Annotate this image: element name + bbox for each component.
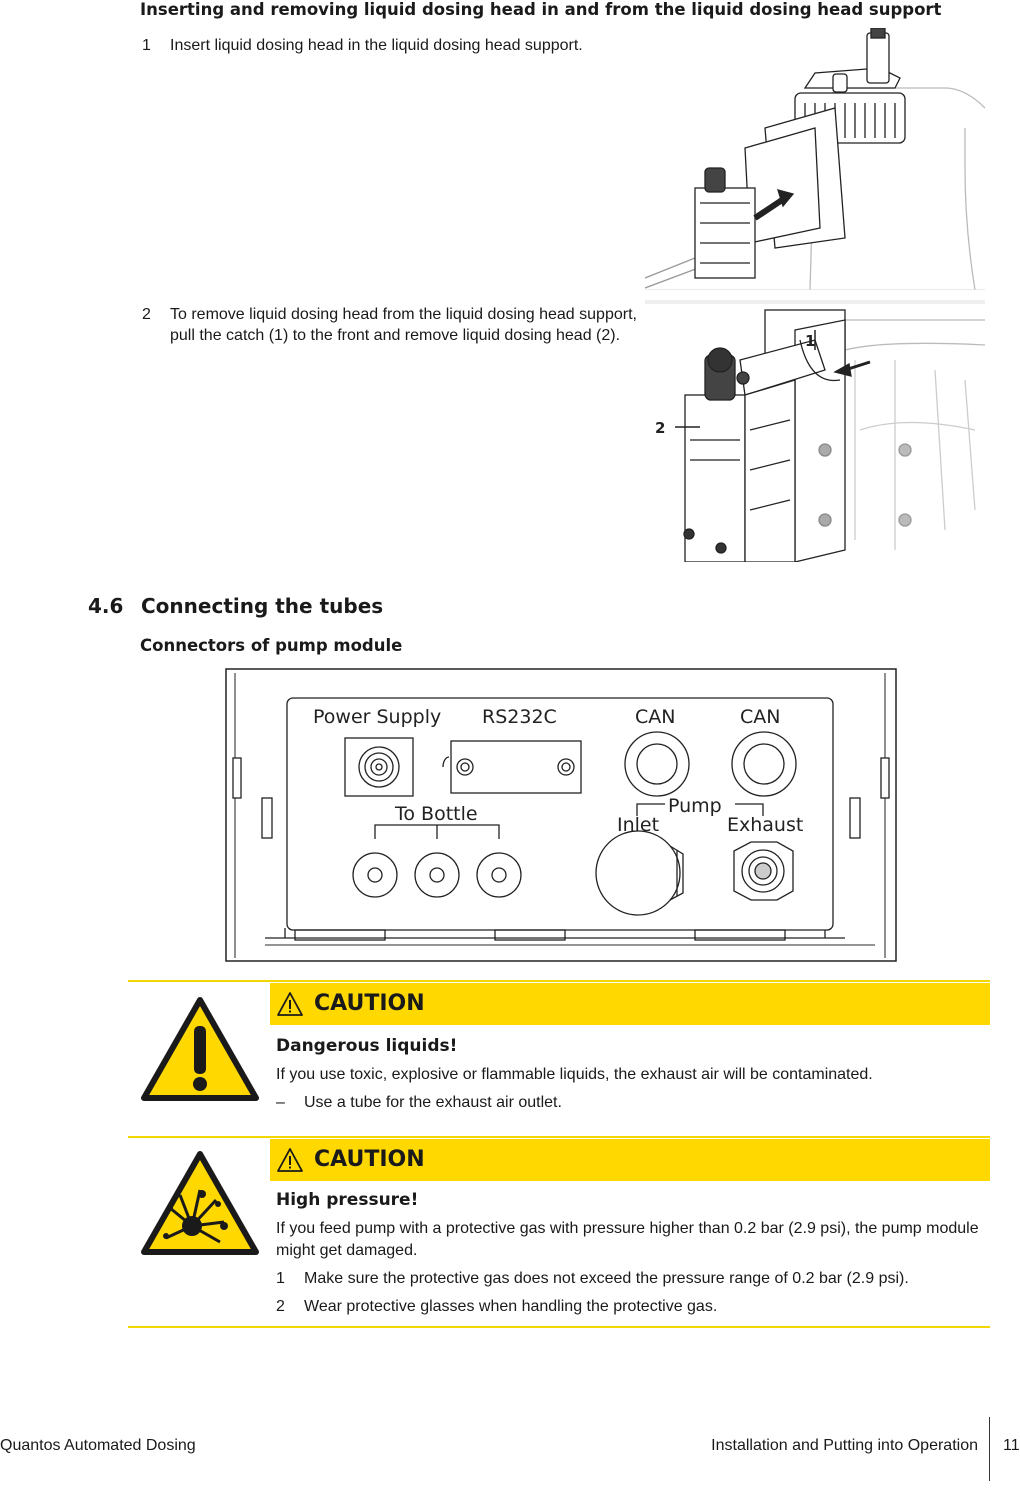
caution-title: High pressure! (276, 1190, 419, 1210)
warning-triangle-icon (277, 1148, 303, 1172)
caution-high-pressure: CAUTION High pressure! If you feed pump … (128, 1136, 990, 1328)
label-exhaust: Exhaust (727, 814, 803, 836)
caution-text: If you use toxic, explosive or flammable… (276, 1066, 873, 1083)
subsection-heading: Inserting and removing liquid dosing hea… (140, 0, 942, 19)
label-to-bottle: To Bottle (394, 803, 478, 825)
label-can-1: CAN (635, 706, 675, 728)
caution-banner: CAUTION (270, 983, 990, 1025)
section-title: 4.6 Connecting the tubes (88, 594, 383, 618)
explosive-hazard-icon (141, 1151, 259, 1255)
label-pump: Pump (668, 795, 722, 817)
warning-triangle-icon (277, 992, 303, 1016)
connectors-heading: Connectors of pump module (140, 636, 403, 655)
list-marker: – (276, 1094, 285, 1111)
insert-dosing-head-illustration (645, 28, 985, 290)
remove-dosing-head-illustration: 1 2 (645, 300, 985, 562)
label-inlet: Inlet (617, 814, 659, 836)
footer-product-name: Quantos Automated Dosing (0, 1437, 196, 1454)
callout-1: 1 (805, 332, 815, 350)
label-power-supply: Power Supply (313, 706, 441, 728)
pump-module-diagram: Power Supply RS232C CAN CAN To Bottle Pu… (225, 668, 897, 962)
caution-title: Dangerous liquids! (276, 1036, 458, 1056)
step-number: 1 (142, 37, 151, 54)
step-text: Insert liquid dosing head in the liquid … (170, 37, 583, 54)
step-1: 1 Insert liquid dosing head in the liqui… (142, 35, 662, 57)
caution-dangerous-liquids: CAUTION Dangerous liquids! If you use to… (128, 980, 990, 1115)
caution-banner: CAUTION (270, 1139, 990, 1181)
step-2: 2 To remove liquid dosing head from the … (142, 304, 642, 370)
callout-2: 2 (655, 419, 665, 437)
step-number: 2 (142, 306, 151, 323)
caution-label: CAUTION (314, 1147, 425, 1172)
list-text: Make sure the protective gas does not ex… (304, 1270, 909, 1287)
caution-text: If you feed pump with a protective gas w… (276, 1220, 979, 1259)
caution-label: CAUTION (314, 991, 425, 1016)
label-can-2: CAN (740, 706, 780, 728)
list-marker: 1 (276, 1270, 285, 1287)
label-rs232c: RS232C (482, 706, 557, 728)
section-title-text: Connecting the tubes (141, 594, 384, 618)
list-text: Use a tube for the exhaust air outlet. (304, 1094, 562, 1111)
footer-divider (989, 1417, 990, 1481)
list-text: Wear protective glasses when handling th… (304, 1298, 718, 1315)
list-marker: 2 (276, 1298, 285, 1315)
footer-section-name: Installation and Putting into Operation (711, 1437, 978, 1454)
warning-sign-icon (141, 997, 259, 1101)
step-text: To remove liquid dosing head from the li… (170, 306, 637, 344)
page-number: 11 (1003, 1437, 1020, 1454)
section-number: 4.6 (88, 594, 124, 618)
